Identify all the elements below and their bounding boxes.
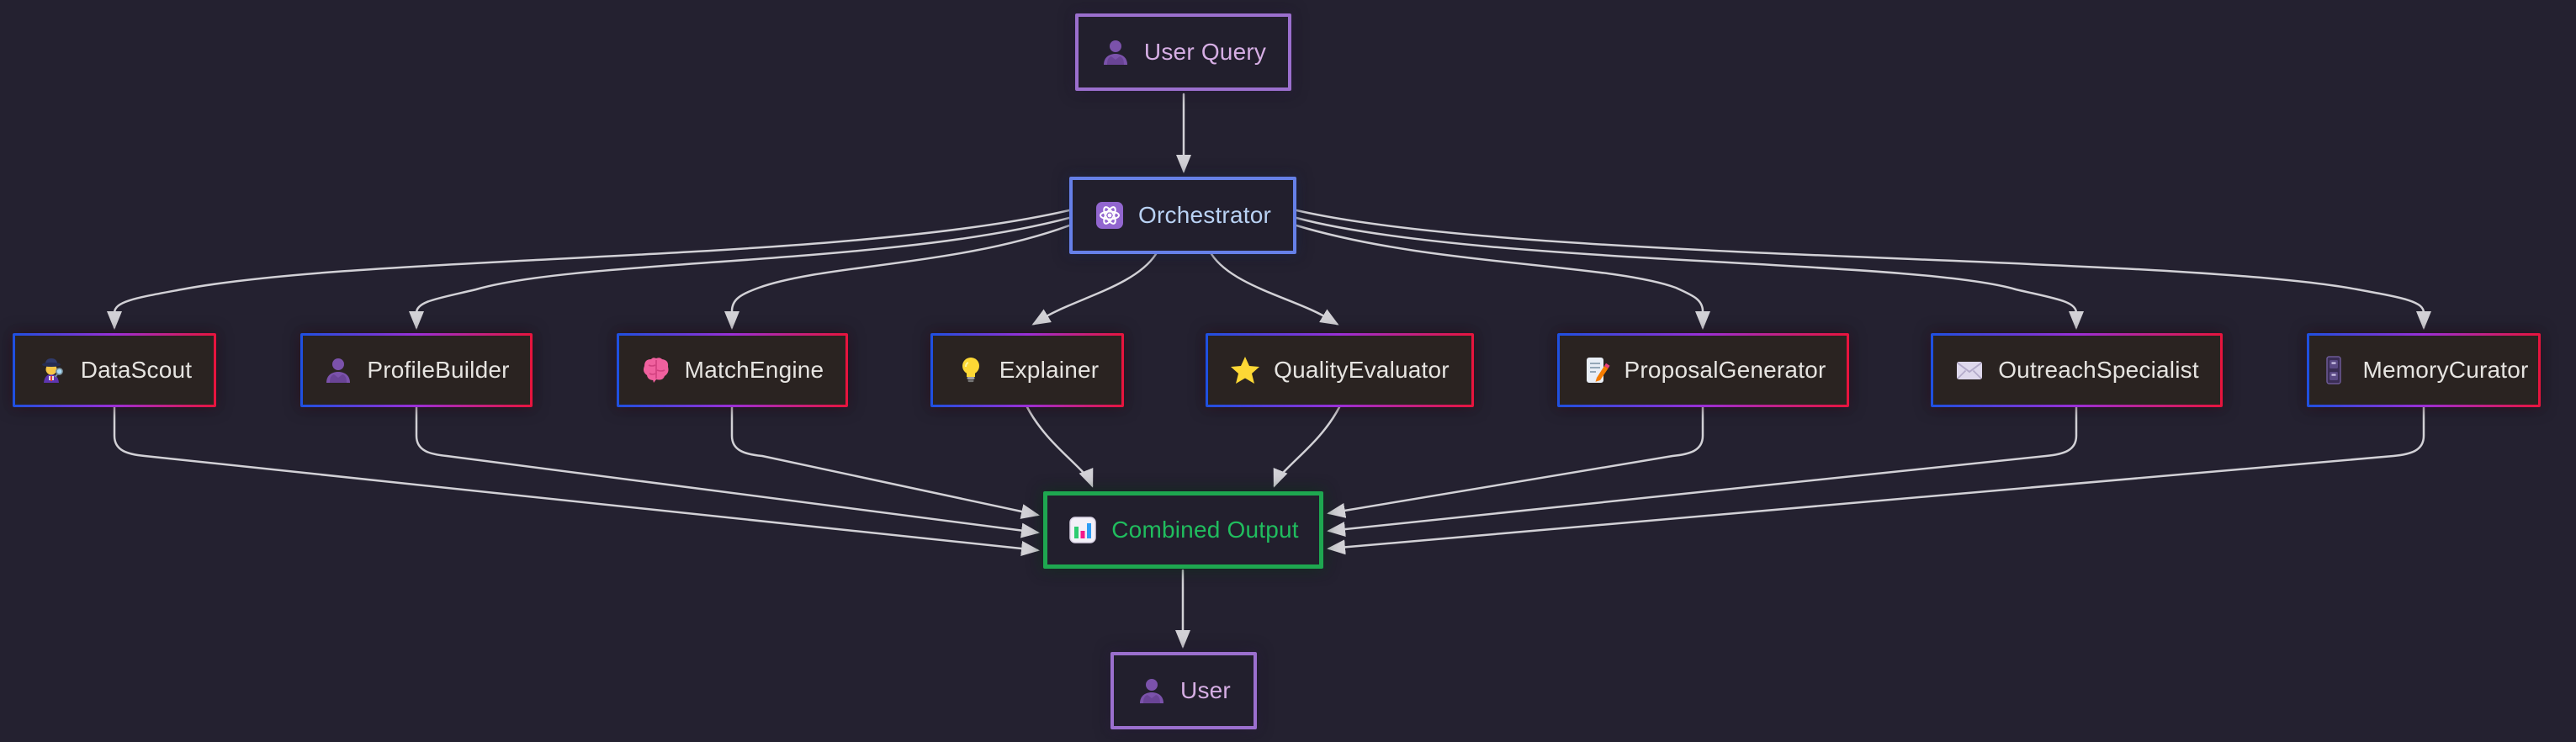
- file-cabinet-icon: [2319, 355, 2349, 385]
- edge-orchestrator-matchengine: [724, 224, 1071, 330]
- edge-orchestrator-explainer: [1031, 252, 1158, 326]
- brain-icon: [641, 355, 671, 385]
- node-orchestrator: Orchestrator: [1069, 177, 1296, 254]
- node-label: MemoryCurator: [2362, 357, 2529, 383]
- node-label: OutreachSpecialist: [1998, 357, 2199, 383]
- node-user-query: User Query: [1075, 13, 1291, 91]
- node-label: Orchestrator: [1138, 202, 1271, 228]
- detective-icon: [37, 355, 67, 385]
- star-icon: [1230, 355, 1260, 385]
- node-label: MatchEngine: [684, 357, 824, 383]
- node-memorycurator: MemoryCurator: [2307, 333, 2541, 407]
- edge-datascout-combined: [113, 405, 1040, 556]
- atom-icon: [1095, 200, 1125, 231]
- node-label: User Query: [1143, 39, 1267, 65]
- lightbulb-icon: [956, 355, 986, 385]
- node-datascout: DataScout: [13, 333, 216, 407]
- user-icon: [1100, 37, 1131, 67]
- node-outreachspecialist: OutreachSpecialist: [1931, 333, 2223, 407]
- node-label: User: [1180, 677, 1231, 703]
- node-profilebuilder: ProfileBuilder: [300, 333, 533, 407]
- user-icon: [323, 355, 353, 385]
- edge-orchestrator-profilebuilder: [409, 216, 1071, 330]
- edge-orchestrator-qualityevaluator: [1210, 252, 1339, 326]
- node-label: ProfileBuilder: [367, 357, 510, 383]
- edge-qualityevaluator-combined: [1273, 405, 1341, 488]
- edge-orchestrator-outreachspecialist: [1295, 216, 2084, 330]
- edge-outreachspecialist-combined: [1327, 405, 2078, 537]
- node-explainer: Explainer: [930, 333, 1124, 407]
- node-label: ProposalGenerator: [1624, 357, 1826, 383]
- memo-icon: [1581, 355, 1611, 385]
- edge-orchestrator-proposalgenerator: [1295, 224, 1710, 330]
- node-proposalgenerator: ProposalGenerator: [1557, 333, 1849, 407]
- node-label: QualityEvaluator: [1274, 357, 1450, 383]
- node-qualityevaluator: QualityEvaluator: [1206, 333, 1474, 407]
- bar-chart-icon: [1068, 515, 1098, 545]
- edge-profilebuilder-combined: [415, 405, 1040, 538]
- edge-proposalgenerator-combined: [1327, 405, 1704, 518]
- node-label: Combined Output: [1111, 517, 1299, 543]
- edge-memorycurator-combined: [1327, 405, 2425, 555]
- node-label: Explainer: [999, 357, 1100, 383]
- edge-orchestrator-datascout: [107, 209, 1071, 330]
- user-icon: [1137, 676, 1167, 706]
- node-combined-output: Combined Output: [1043, 491, 1323, 569]
- edge-explainer-combined: [1026, 405, 1094, 488]
- edge-orchestrator-memorycurator: [1295, 209, 2431, 330]
- edge-matchengine-combined: [730, 405, 1040, 519]
- node-label: DataScout: [80, 357, 193, 383]
- envelope-icon: [1954, 355, 1985, 385]
- node-user: User: [1110, 652, 1257, 729]
- node-matchengine: MatchEngine: [617, 333, 848, 407]
